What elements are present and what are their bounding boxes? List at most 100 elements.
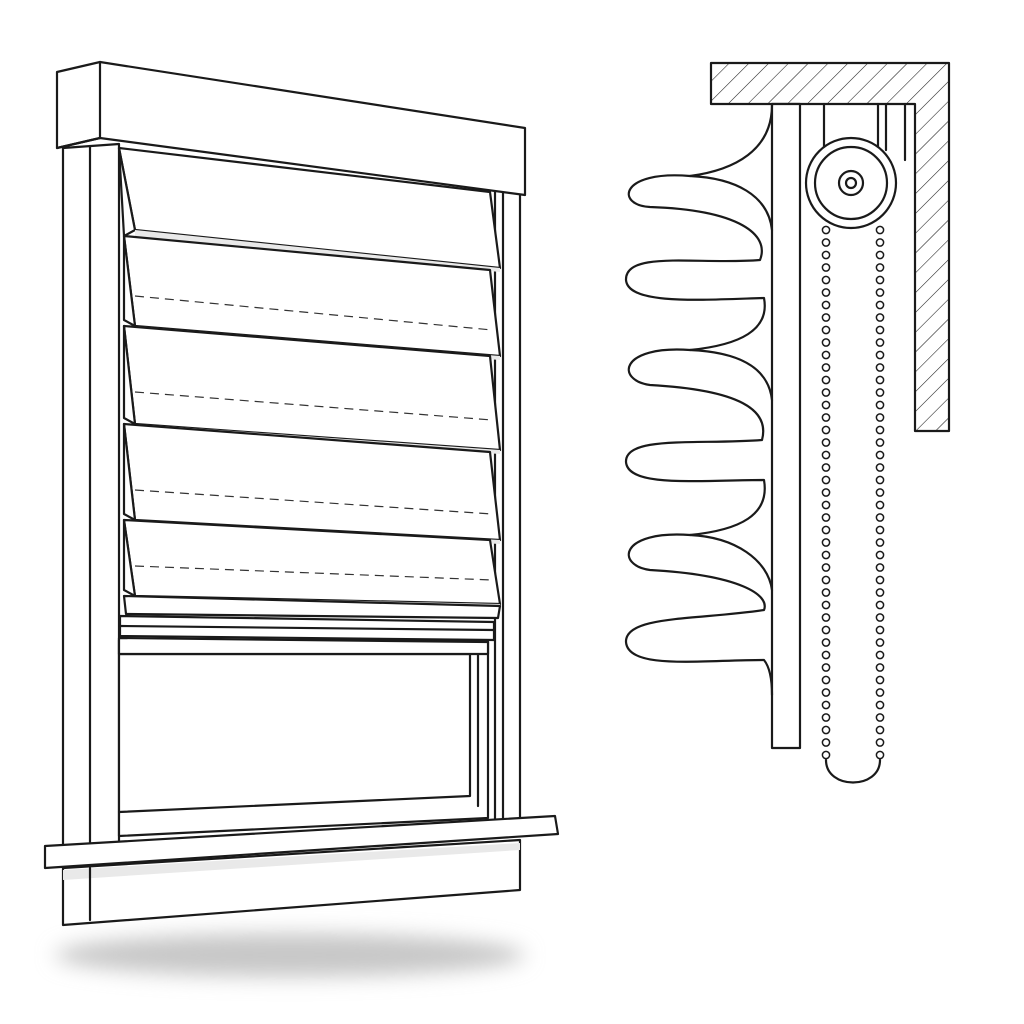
chain-bead: [875, 463, 885, 472]
chain-bead: [821, 375, 831, 385]
chain-bead: [821, 363, 831, 372]
chain-bead: [821, 400, 831, 410]
chain-bead: [821, 350, 831, 360]
chain-bead: [875, 413, 885, 422]
chain-bead: [875, 475, 885, 485]
chain-bead: [821, 450, 831, 460]
chain-bead: [875, 613, 885, 622]
chain-bead: [875, 275, 885, 285]
section-view: [624, 61, 951, 784]
roman-shade: [117, 146, 502, 656]
chain-bead: [821, 250, 831, 260]
chain-bead: [821, 225, 831, 235]
chain-bead: [821, 588, 831, 597]
window-view: [43, 60, 560, 977]
chain-bead: [821, 413, 831, 422]
chain-bead: [821, 638, 831, 647]
chain-bead: [821, 550, 831, 560]
chain-bead: [875, 738, 885, 747]
chain-bead: [875, 575, 885, 585]
chain-bead: [821, 325, 831, 335]
chain-bead: [875, 375, 885, 385]
chain-bead: [875, 338, 885, 347]
chain-bead: [821, 475, 831, 485]
chain-bead: [821, 563, 831, 572]
chain-bead: [875, 588, 885, 597]
chain-bead: [875, 313, 885, 322]
chain-bead: [875, 350, 885, 360]
floor-shadow: [55, 933, 525, 977]
chain-bead: [821, 313, 831, 322]
chain-bead: [821, 500, 831, 510]
chain-bead: [875, 550, 885, 560]
chain-bead: [875, 688, 885, 697]
chain-bead: [875, 363, 885, 372]
chain-bead: [875, 300, 885, 310]
chain-bead: [875, 388, 885, 397]
chain-bead: [821, 513, 831, 522]
chain-bead: [821, 488, 831, 497]
chain-bead: [875, 325, 885, 335]
chain-bead: [821, 238, 831, 247]
chain-bead: [875, 625, 885, 635]
chain-bead: [875, 638, 885, 647]
chain-bead: [875, 438, 885, 447]
fabric-folds: [624, 103, 774, 697]
chain-bead: [821, 738, 831, 747]
chain-bead: [875, 538, 885, 547]
chain-bead: [875, 713, 885, 722]
chain-bead: [875, 288, 885, 297]
chain-bead: [821, 300, 831, 310]
chain-bead: [875, 500, 885, 510]
chain-bead: [821, 650, 831, 660]
chain-bead: [875, 225, 885, 235]
chain-bead: [875, 450, 885, 460]
chain-bead: [821, 438, 831, 447]
chain-bead: [875, 263, 885, 272]
wall-bracket: [709, 61, 951, 433]
chain-bead: [875, 250, 885, 260]
chain-bead: [821, 713, 831, 722]
head-rail: [770, 102, 907, 750]
chain-bead: [821, 700, 831, 710]
chain-bead: [875, 400, 885, 410]
chain-bead: [821, 538, 831, 547]
chain-bead: [875, 513, 885, 522]
chain-bead: [875, 525, 885, 535]
chain-bead: [821, 613, 831, 622]
chain-bead: [821, 263, 831, 272]
chain-bead: [875, 700, 885, 710]
chain-bead: [875, 675, 885, 685]
chain-bead: [875, 425, 885, 435]
chain-bead: [875, 563, 885, 572]
chain-bead: [821, 750, 831, 760]
window-sash: [117, 638, 490, 838]
chain-bead: [821, 275, 831, 285]
head-box: [55, 60, 527, 197]
chain-bead: [821, 463, 831, 472]
chain-bead: [875, 725, 885, 735]
chain-bead: [821, 688, 831, 697]
chain-bead: [821, 288, 831, 297]
chain-bead: [821, 388, 831, 397]
window-sill: [43, 814, 560, 927]
pulley: [804, 136, 898, 230]
chain-bead: [821, 600, 831, 610]
chain-bead: [821, 663, 831, 672]
chain-bead: [875, 650, 885, 660]
chain-bead: [821, 625, 831, 635]
bead-chain: [821, 225, 885, 784]
shade-bottom-stack: [117, 594, 502, 656]
chain-bead: [821, 525, 831, 535]
chain-bead: [821, 338, 831, 347]
chain-bead: [821, 575, 831, 585]
chain-bead: [875, 663, 885, 672]
chain-bead: [821, 725, 831, 735]
chain-bead: [875, 600, 885, 610]
chain-bead: [875, 750, 885, 760]
chain-bead: [875, 238, 885, 247]
chain-bead: [821, 425, 831, 435]
chain-bead: [875, 488, 885, 497]
